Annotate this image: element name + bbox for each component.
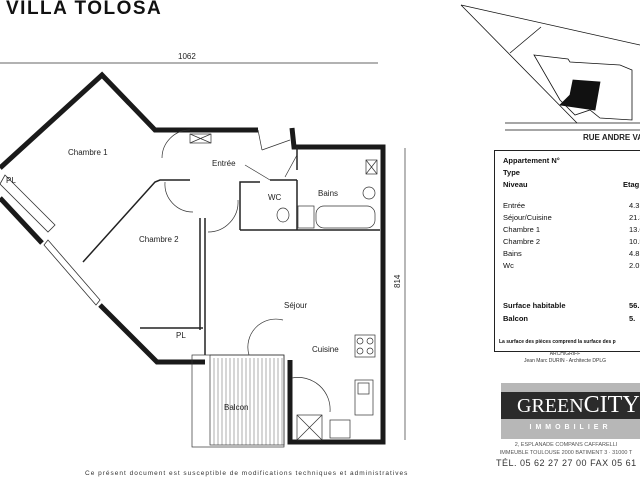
surface-note: La surface des pièces comprend la surfac… [499, 339, 616, 345]
room-name: Wc [503, 261, 514, 270]
interior-walls [82, 147, 380, 355]
disclaimer: Ce présent document est susceptible de m… [85, 470, 409, 477]
surface-row: Chambre 2 10.5 [503, 237, 640, 246]
surface-row: Chambre 1 13.6 [503, 225, 640, 234]
room-label-balcon: Balcon [224, 403, 248, 412]
room-label-cuisine: Cuisine [312, 345, 339, 354]
room-name: Entrée [503, 201, 526, 210]
dimension-height-label: 814 [393, 274, 402, 288]
room-area: 10.5 [629, 237, 640, 246]
street-label: RUE ANDRE VASSE [583, 133, 640, 142]
total-label: Surface habitable [503, 301, 566, 310]
balcony-row: Balcon 5. [503, 314, 640, 323]
window-left [0, 174, 101, 306]
room-label-chambre2: Chambre 2 [139, 235, 179, 244]
balcony-label: Balcon [503, 314, 529, 323]
room-label-pl: PL [176, 331, 186, 340]
room-label-bains: Bains [318, 189, 338, 198]
surface-table: Appartement N° Type Niveau Etag Entrée 4.3… [494, 150, 640, 352]
architect-firm: ARCHIGRIFF [549, 351, 581, 357]
room-area: 21.3 [629, 213, 640, 222]
fixtures [189, 133, 378, 441]
room-label-sejour: Séjour [284, 301, 307, 310]
dimension-width-label: 1062 [178, 52, 196, 61]
brand-name-part2: CITY [583, 392, 640, 418]
level-label: Niveau [503, 180, 528, 189]
doors [161, 129, 331, 413]
room-name: Chambre 1 [503, 225, 541, 234]
exterior-walls [0, 71, 386, 445]
architect-credit: ARCHIGRIFF Jean Marc DURIN - Architecte … [500, 351, 630, 365]
total-value: 56. [629, 301, 640, 310]
room-name: Chambre 2 [503, 237, 541, 246]
surface-row: Wc 2.0 [503, 261, 640, 270]
balcony [191, 354, 285, 448]
greencity-logo: GREENCITY IMMOBILIER [501, 383, 640, 439]
brand-subtitle: IMMOBILIER [529, 424, 612, 431]
room-label-pl: PL [6, 176, 16, 185]
room-label-chambre1: Chambre 1 [68, 148, 108, 157]
room-area: 4.8 [629, 249, 640, 258]
brand-name-part1: GREEN [517, 395, 584, 417]
room-area: 4.3 [629, 201, 640, 210]
level-row: Niveau Etag [503, 180, 640, 189]
brand-address: 2, ESPLANADE COMPANS CAFFARELLI IMMEUBLE… [492, 441, 640, 457]
room-name: Bains [503, 249, 522, 258]
address-line-2: IMMEUBLE TOULOUSE 2000 BATIMENT 3 · 3100… [499, 450, 633, 456]
room-label-wc: WC [268, 193, 282, 202]
total-row: Surface habitable 56. [503, 301, 640, 310]
architect-name: Jean Marc DURIN - Architecte DPLG [524, 358, 606, 364]
address-line-1: 2, ESPLANADE COMPANS CAFFARELLI [514, 442, 618, 448]
balcony-value: 5. [629, 314, 636, 323]
type-label: Type [503, 168, 520, 177]
surface-row: Séjour/Cuisine 21.3 [503, 213, 640, 222]
surface-row: Bains 4.8 [503, 249, 640, 258]
brand-phone: TÉL. 05 62 27 27 00 FAX 05 61 22 [496, 458, 640, 468]
site-plan [460, 4, 640, 131]
room-name: Séjour/Cuisine [503, 213, 552, 222]
surface-row: Entrée 4.3 [503, 201, 640, 210]
room-label-entree: Entrée [212, 159, 236, 168]
room-area: 13.6 [629, 225, 640, 234]
level-value: Etag [623, 180, 640, 189]
page-title: VILLA TOLOSA [6, 0, 163, 19]
room-area: 2.0 [629, 261, 640, 270]
apartment-label: Appartement N° [503, 156, 560, 165]
